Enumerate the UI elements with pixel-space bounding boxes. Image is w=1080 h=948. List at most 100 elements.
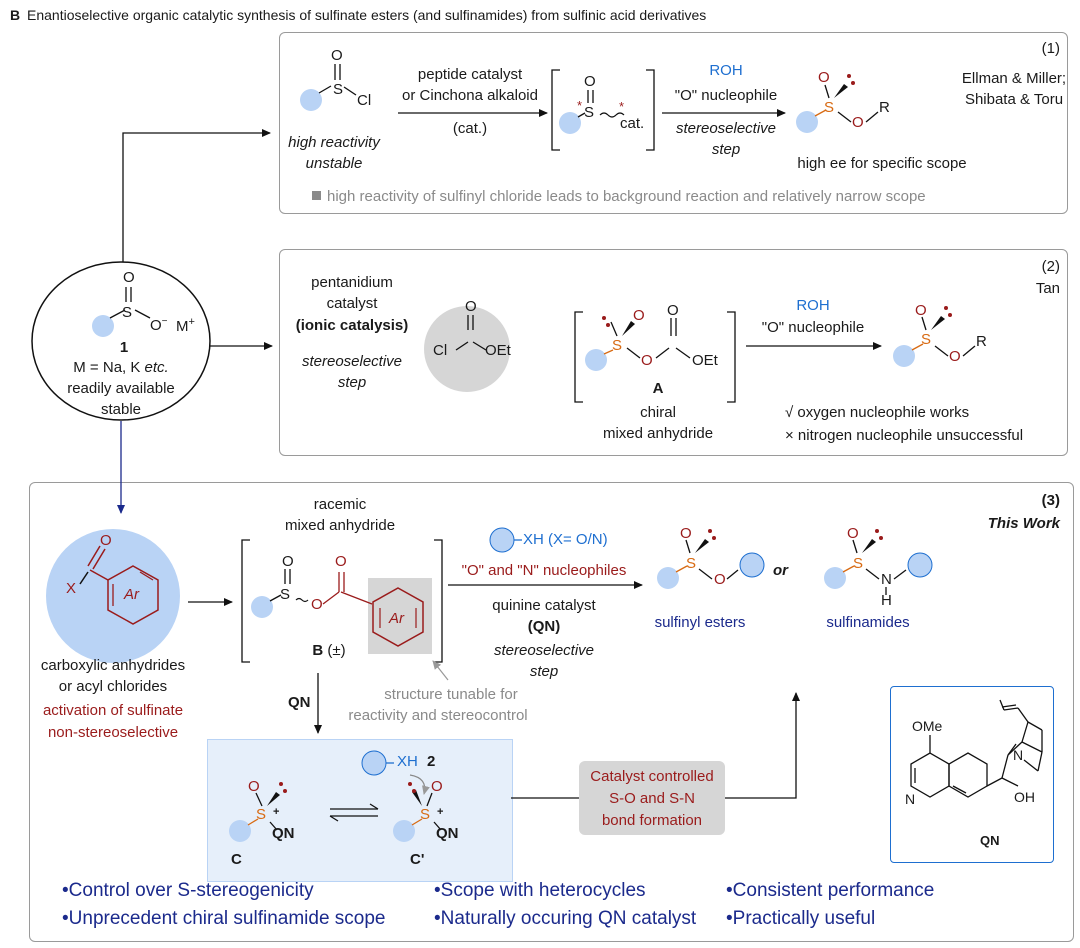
ester-ball-right bbox=[739, 552, 765, 578]
p1-roh: ROH bbox=[709, 62, 743, 79]
xh2-label: XH bbox=[397, 753, 418, 770]
panel3-number: (3) bbox=[1041, 492, 1060, 509]
qn-structure-label: QN bbox=[980, 833, 1000, 848]
p1-catalyst-2: or Cinchona alkaloid bbox=[402, 87, 538, 104]
atom-s-cprime: S bbox=[420, 806, 431, 823]
r-group-ball bbox=[92, 315, 114, 337]
p1-reactivity-2: unstable bbox=[305, 155, 363, 172]
racemic-1: racemic bbox=[313, 496, 367, 513]
panel1-number: (1) bbox=[1041, 40, 1060, 57]
p2-catalyst-2: catalyst bbox=[326, 295, 378, 312]
plus-c: + bbox=[273, 806, 280, 818]
p3-stereo-2: step bbox=[529, 663, 559, 680]
p2-roh: ROH bbox=[796, 297, 830, 314]
start-line1: readily available bbox=[67, 380, 175, 397]
tunable-1: structure tunable for bbox=[384, 686, 518, 703]
p1-nucleophile: "O" nucleophile bbox=[674, 87, 778, 104]
atom-o2-p1-prod: O bbox=[852, 114, 864, 131]
bullet-1: •Control over S-stereogenicity bbox=[62, 880, 314, 901]
sulfinyl-esters-label: sulfinyl esters bbox=[654, 614, 746, 631]
qn-n2-label: N bbox=[1013, 747, 1024, 763]
intermediate-b-label: B (±) bbox=[312, 642, 346, 659]
atom-o-start: O bbox=[123, 269, 135, 286]
p2-fails: × nitrogen nucleophile unsuccessful bbox=[785, 427, 1024, 444]
bullet-5: •Naturally occuring QN catalyst bbox=[434, 908, 697, 929]
xh2-ball bbox=[361, 750, 387, 776]
c-prime-label: C' bbox=[410, 851, 425, 868]
panel2-number: (2) bbox=[1041, 258, 1060, 275]
control-3: bond formation bbox=[601, 812, 703, 829]
p1-int-ball bbox=[559, 112, 581, 134]
p3-stereo-1: stereoselective bbox=[493, 642, 595, 659]
ome-label: OMe bbox=[912, 718, 943, 734]
p2-works: √ oxygen nucleophile works bbox=[785, 404, 970, 421]
panel-2 bbox=[279, 249, 1068, 456]
p2-prod-ball bbox=[893, 345, 915, 367]
bullet-3: •Consistent performance bbox=[726, 880, 935, 901]
atom-o-cprime: O bbox=[431, 778, 443, 795]
atom-s-p2-prod: S bbox=[921, 331, 932, 348]
counterion-label: M = Na, K etc. bbox=[73, 359, 169, 376]
o-n-nucleophiles: "O" and "N" nucleophiles bbox=[461, 562, 627, 579]
atom-s-a: S bbox=[612, 337, 623, 354]
atom-n-amide: N bbox=[881, 571, 892, 588]
atom-s-amide: S bbox=[853, 555, 864, 572]
p2-catalyst-1: pentanidium bbox=[311, 274, 393, 291]
figure-title: Enantioselective organic catalytic synth… bbox=[27, 7, 707, 23]
p2-chiral-2: mixed anhydride bbox=[602, 425, 714, 442]
p1-catalyst-3: (cat.) bbox=[452, 120, 488, 137]
atom-o-bridge-a: O bbox=[641, 352, 653, 369]
compound-1-number: 1 bbox=[119, 339, 129, 356]
p1-stereo-1: stereoselective bbox=[675, 120, 777, 137]
activation-2: non-stereoselective bbox=[47, 724, 179, 741]
atom-s-b: S bbox=[280, 586, 291, 603]
qn-arrow-label: QN bbox=[288, 694, 311, 711]
atom-m-plus: M+ bbox=[176, 316, 195, 335]
panel-1 bbox=[279, 32, 1068, 214]
xh2-number: 2 bbox=[427, 753, 436, 770]
qn-structure bbox=[910, 699, 1043, 798]
control-2: S-O and S-N bbox=[609, 790, 695, 807]
p2-ionic: (ionic catalysis) bbox=[295, 317, 409, 334]
p2-nucleophile: "O" nucleophile bbox=[761, 319, 865, 336]
plus-cprime: + bbox=[437, 806, 444, 818]
atom-o-p2-prod: O bbox=[915, 302, 927, 319]
panel-3 bbox=[29, 482, 1074, 942]
atom-ar-acyl: Ar bbox=[124, 586, 139, 603]
panel1-authors-2: Shibata & Toru bbox=[964, 91, 1064, 108]
p2-int-ball bbox=[585, 349, 607, 371]
p2-stereo-2: step bbox=[337, 374, 367, 391]
atom-o-c: O bbox=[248, 778, 260, 795]
qn-cprime: QN bbox=[436, 825, 459, 842]
or-label: or bbox=[773, 562, 788, 579]
bullet-4: •Unprecedent chiral sulfinamide scope bbox=[62, 908, 386, 929]
bullet-2: •Scope with heterocycles bbox=[434, 880, 646, 901]
racemic-2: mixed anhydride bbox=[284, 517, 396, 534]
atom-s-p1-prod: S bbox=[824, 99, 835, 116]
amide-ball-left bbox=[824, 567, 846, 589]
atom-s-c: S bbox=[256, 806, 267, 823]
atom-o-acyl: O bbox=[100, 532, 112, 549]
sulfinamides-label: sulfinamides bbox=[826, 614, 910, 631]
atom-o-bridge-b: O bbox=[311, 596, 323, 613]
atom-oet-a: OEt bbox=[692, 352, 718, 369]
p2-grey-circle bbox=[424, 306, 510, 392]
atom-s-ester: S bbox=[686, 555, 697, 572]
atom-ar-b: Ar bbox=[389, 610, 404, 627]
qn-c: QN bbox=[272, 825, 295, 842]
atom-oet-chloroformate: OEt bbox=[485, 342, 511, 359]
p1-catalyst-1: peptide catalyst bbox=[417, 66, 523, 83]
atom-s-start: S bbox=[122, 304, 133, 321]
p2-chiral-1: chiral bbox=[640, 404, 676, 421]
panel2-author: Tan bbox=[1035, 280, 1060, 297]
atom-r-p1: R bbox=[879, 99, 890, 116]
quinine-2: (QN) bbox=[527, 618, 561, 635]
atom-o-carbonyl-b: O bbox=[335, 553, 347, 570]
atom-s-p1-int: S bbox=[584, 104, 595, 121]
tunable-highlight bbox=[368, 578, 432, 654]
atom-o-carbonyl-a: O bbox=[667, 302, 679, 319]
intermediate-a-label: A bbox=[652, 380, 664, 397]
atom-o-p1: O bbox=[331, 47, 343, 64]
reagent-1: carboxylic anhydrides bbox=[40, 657, 186, 674]
